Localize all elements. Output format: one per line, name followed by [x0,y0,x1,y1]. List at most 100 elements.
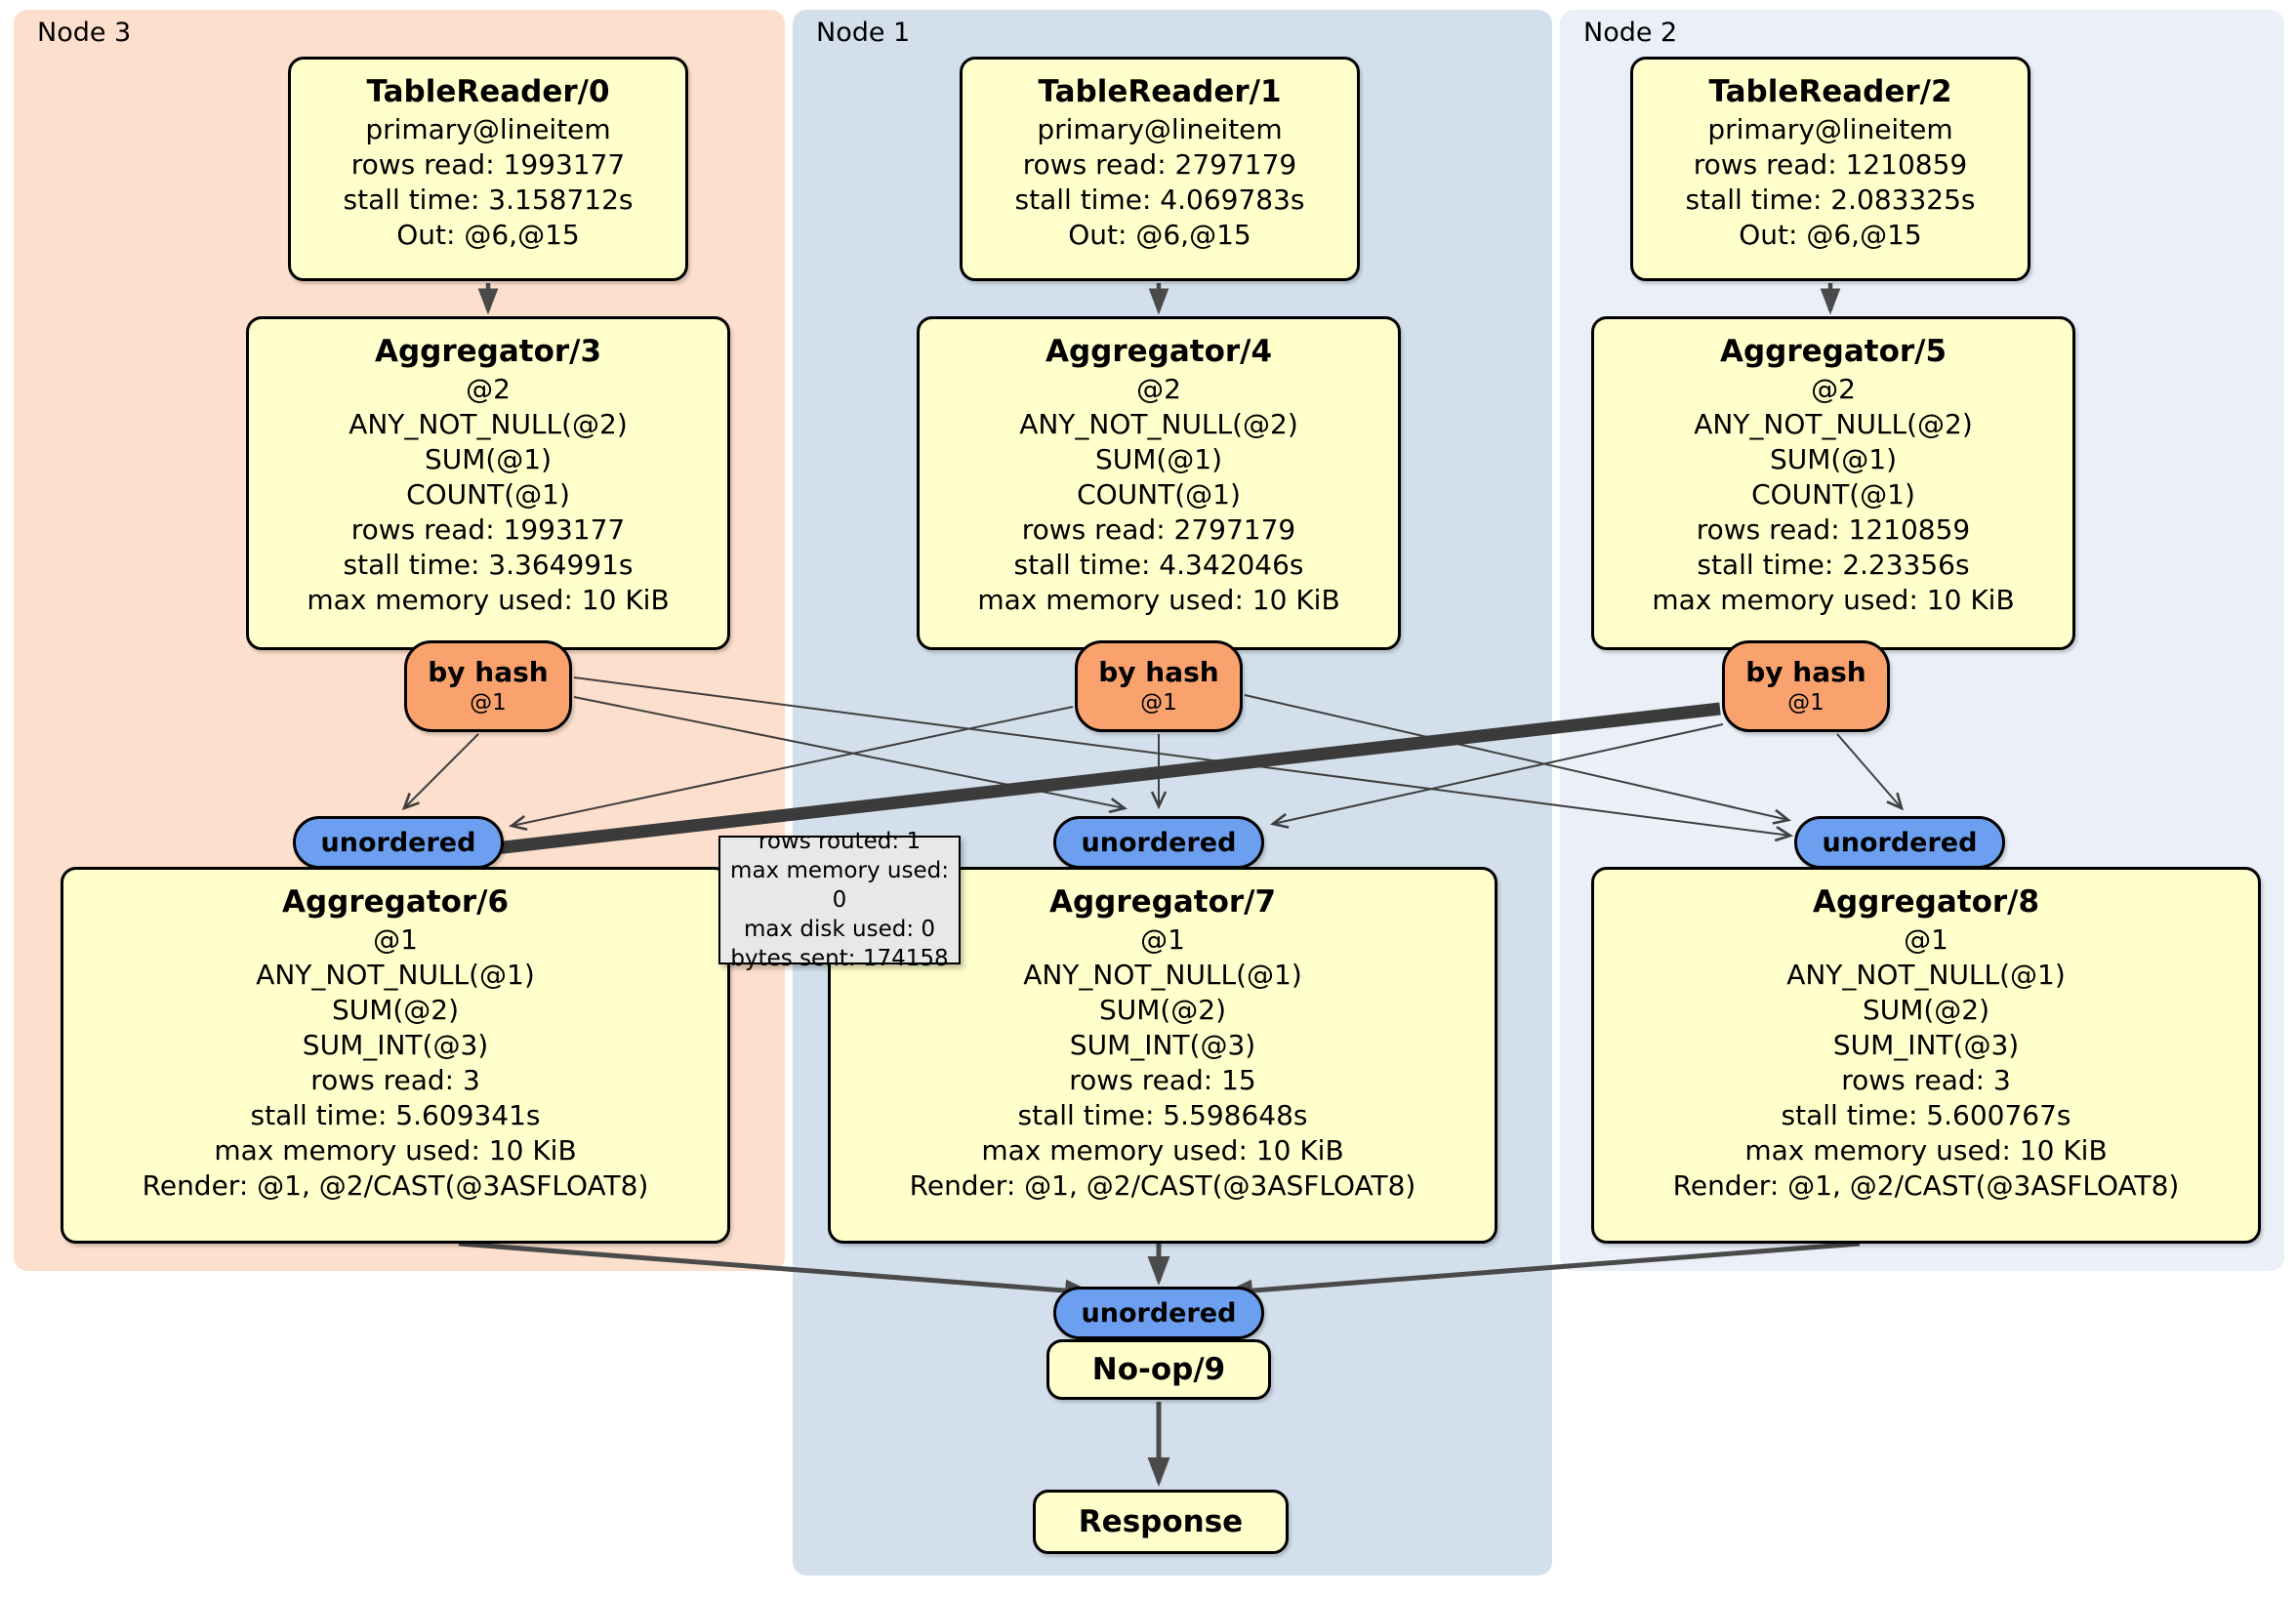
processor-line: Render: @1, @2/CAST(@3ASFLOAT8) [909,1169,1416,1202]
processor-response[interactable]: Response [1033,1490,1289,1554]
processor-line: SUM(@1) [424,443,553,475]
router-by-hash-node2[interactable]: by hash @1 [1722,640,1890,732]
processor-line: SUM(@2) [1862,994,1990,1026]
sync-unordered-noop[interactable]: unordered [1053,1287,1264,1339]
processor-line: COUNT(@1) [406,478,570,511]
processor-line: stall time: 4.069783s [1014,184,1305,216]
router-label: by hash [1745,656,1866,688]
processor-line: ANY_NOT_NULL(@1) [1786,959,2066,991]
sync-label: unordered [1081,1297,1237,1329]
processor-title: Aggregator/4 [1045,334,1273,369]
sync-label: unordered [1081,827,1237,858]
processor-line: ANY_NOT_NULL(@1) [1023,959,1302,991]
processor-line: SUM(@2) [331,994,460,1026]
processor-line: stall time: 5.600767s [1781,1099,2071,1131]
sync-unordered-aggregator6[interactable]: unordered [293,816,504,869]
processor-aggregator-8[interactable]: Aggregator/8 @1 ANY_NOT_NULL(@1) SUM(@2)… [1591,867,2261,1244]
processor-tablereader-0[interactable]: TableReader/0 primary@lineitem rows read… [288,57,688,281]
tooltip-line: max disk used: 0 [743,917,936,942]
processor-aggregator-4[interactable]: Aggregator/4 @2 ANY_NOT_NULL(@2) SUM(@1)… [917,316,1401,650]
processor-line: rows read: 1210859 [1696,513,1971,546]
edge-aggregator8-noop[interactable] [1223,1241,1861,1302]
processor-tablereader-1[interactable]: TableReader/1 primary@lineitem rows read… [960,57,1360,281]
processor-title: Aggregator/5 [1719,334,1948,369]
processor-line: SUM_INT(@3) [1069,1029,1256,1061]
processor-line: max memory used: 10 KiB [1744,1134,2108,1167]
processor-title: Aggregator/6 [281,884,510,920]
processor-line: Out: @6,@15 [396,219,580,251]
edge-hash5-sync7[interactable] [1273,723,1724,824]
router-label: by hash [428,656,549,688]
router-stream-label: @1 [1140,690,1177,716]
processor-line: ANY_NOT_NULL(@2) [1019,408,1298,440]
processor-line: max memory used: 10 KiB [977,584,1340,616]
router-label: by hash [1098,656,1219,688]
processor-line: stall time: 4.342046s [1013,549,1304,581]
processor-line: SUM_INT(@3) [302,1029,489,1061]
processor-noop-9[interactable]: No-op/9 [1046,1339,1271,1400]
panel-label-node-1: Node 1 [816,18,911,48]
tooltip-line: bytes sent: 174158 [730,946,949,971]
processor-title: Aggregator/3 [374,334,602,369]
processor-line: rows read: 2797179 [1022,148,1297,181]
panel-label-node-2: Node 2 [1583,18,1678,48]
processor-line: stall time: 2.23356s [1697,549,1970,581]
processor-line: stall time: 5.598648s [1017,1099,1308,1131]
panel-label-node-3: Node 3 [37,18,132,48]
edge-aggregator6-noop[interactable] [458,1241,1094,1302]
edge-hash3-sync6[interactable] [404,733,479,808]
sync-unordered-aggregator7[interactable]: unordered [1053,816,1264,869]
processor-line: primary@lineitem [1037,113,1283,145]
processor-line: ANY_NOT_NULL(@1) [256,959,535,991]
processor-title: No-op/9 [1091,1352,1226,1387]
processor-line: rows read: 3 [1841,1064,2011,1096]
processor-aggregator-5[interactable]: Aggregator/5 @2 ANY_NOT_NULL(@2) SUM(@1)… [1591,316,2075,650]
processor-line: Render: @1, @2/CAST(@3ASFLOAT8) [1672,1169,2180,1202]
processor-title: Aggregator/7 [1048,884,1277,920]
processor-line: COUNT(@1) [1077,478,1241,511]
processor-title: TableReader/1 [1038,74,1282,109]
processor-line: @1 [373,923,418,956]
processor-line: COUNT(@1) [1751,478,1915,511]
processor-line: Render: @1, @2/CAST(@3ASFLOAT8) [142,1169,649,1202]
processor-line: max memory used: 10 KiB [1652,584,2015,616]
processor-tablereader-2[interactable]: TableReader/2 primary@lineitem rows read… [1630,57,2030,281]
tooltip-line: rows routed: 1 [758,829,922,854]
processor-line: rows read: 1210859 [1693,148,1968,181]
router-by-hash-node1[interactable]: by hash @1 [1075,640,1243,732]
router-stream-label: @1 [1787,690,1824,716]
processor-line: @2 [466,373,511,405]
sync-label: unordered [1822,827,1978,858]
tooltip-line: max memory used: 0 [730,858,949,913]
processor-line: rows read: 3 [310,1064,480,1096]
processor-line: @1 [1140,923,1185,956]
stream-tooltip: rows routed: 1 max memory used: 0 max di… [718,829,961,971]
processor-aggregator-3[interactable]: Aggregator/3 @2 ANY_NOT_NULL(@2) SUM(@1)… [246,316,730,650]
edge-hash3-sync8[interactable] [573,676,1790,836]
processor-title: Aggregator/8 [1812,884,2040,920]
edge-hash4-sync8[interactable] [1244,694,1788,820]
router-by-hash-node3[interactable]: by hash @1 [404,640,572,732]
edge-hash4-sync6[interactable] [512,706,1074,826]
edge-hash5-sync8[interactable] [1836,733,1902,808]
processor-line: stall time: 3.158712s [343,184,634,216]
processor-line: primary@lineitem [365,113,611,145]
processor-line: SUM(@2) [1098,994,1227,1026]
processor-line: ANY_NOT_NULL(@2) [1694,408,1973,440]
processor-aggregator-6[interactable]: Aggregator/6 @1 ANY_NOT_NULL(@1) SUM(@2)… [61,867,730,1244]
processor-line: stall time: 5.609341s [250,1099,541,1131]
sync-label: unordered [320,827,476,858]
edge-hash5-sync6-highlighted[interactable] [425,702,1721,872]
processor-line: stall time: 3.364991s [343,549,634,581]
router-stream-label: @1 [470,690,507,716]
processor-title: Response [1078,1504,1244,1539]
processor-line: rows read: 15 [1069,1064,1256,1096]
sync-unordered-aggregator8[interactable]: unordered [1794,816,2005,869]
processor-line: Out: @6,@15 [1068,219,1251,251]
processor-line: SUM(@1) [1094,443,1223,475]
processor-line: SUM(@1) [1769,443,1898,475]
processor-line: stall time: 2.083325s [1685,184,1976,216]
processor-title: TableReader/2 [1708,74,1952,109]
